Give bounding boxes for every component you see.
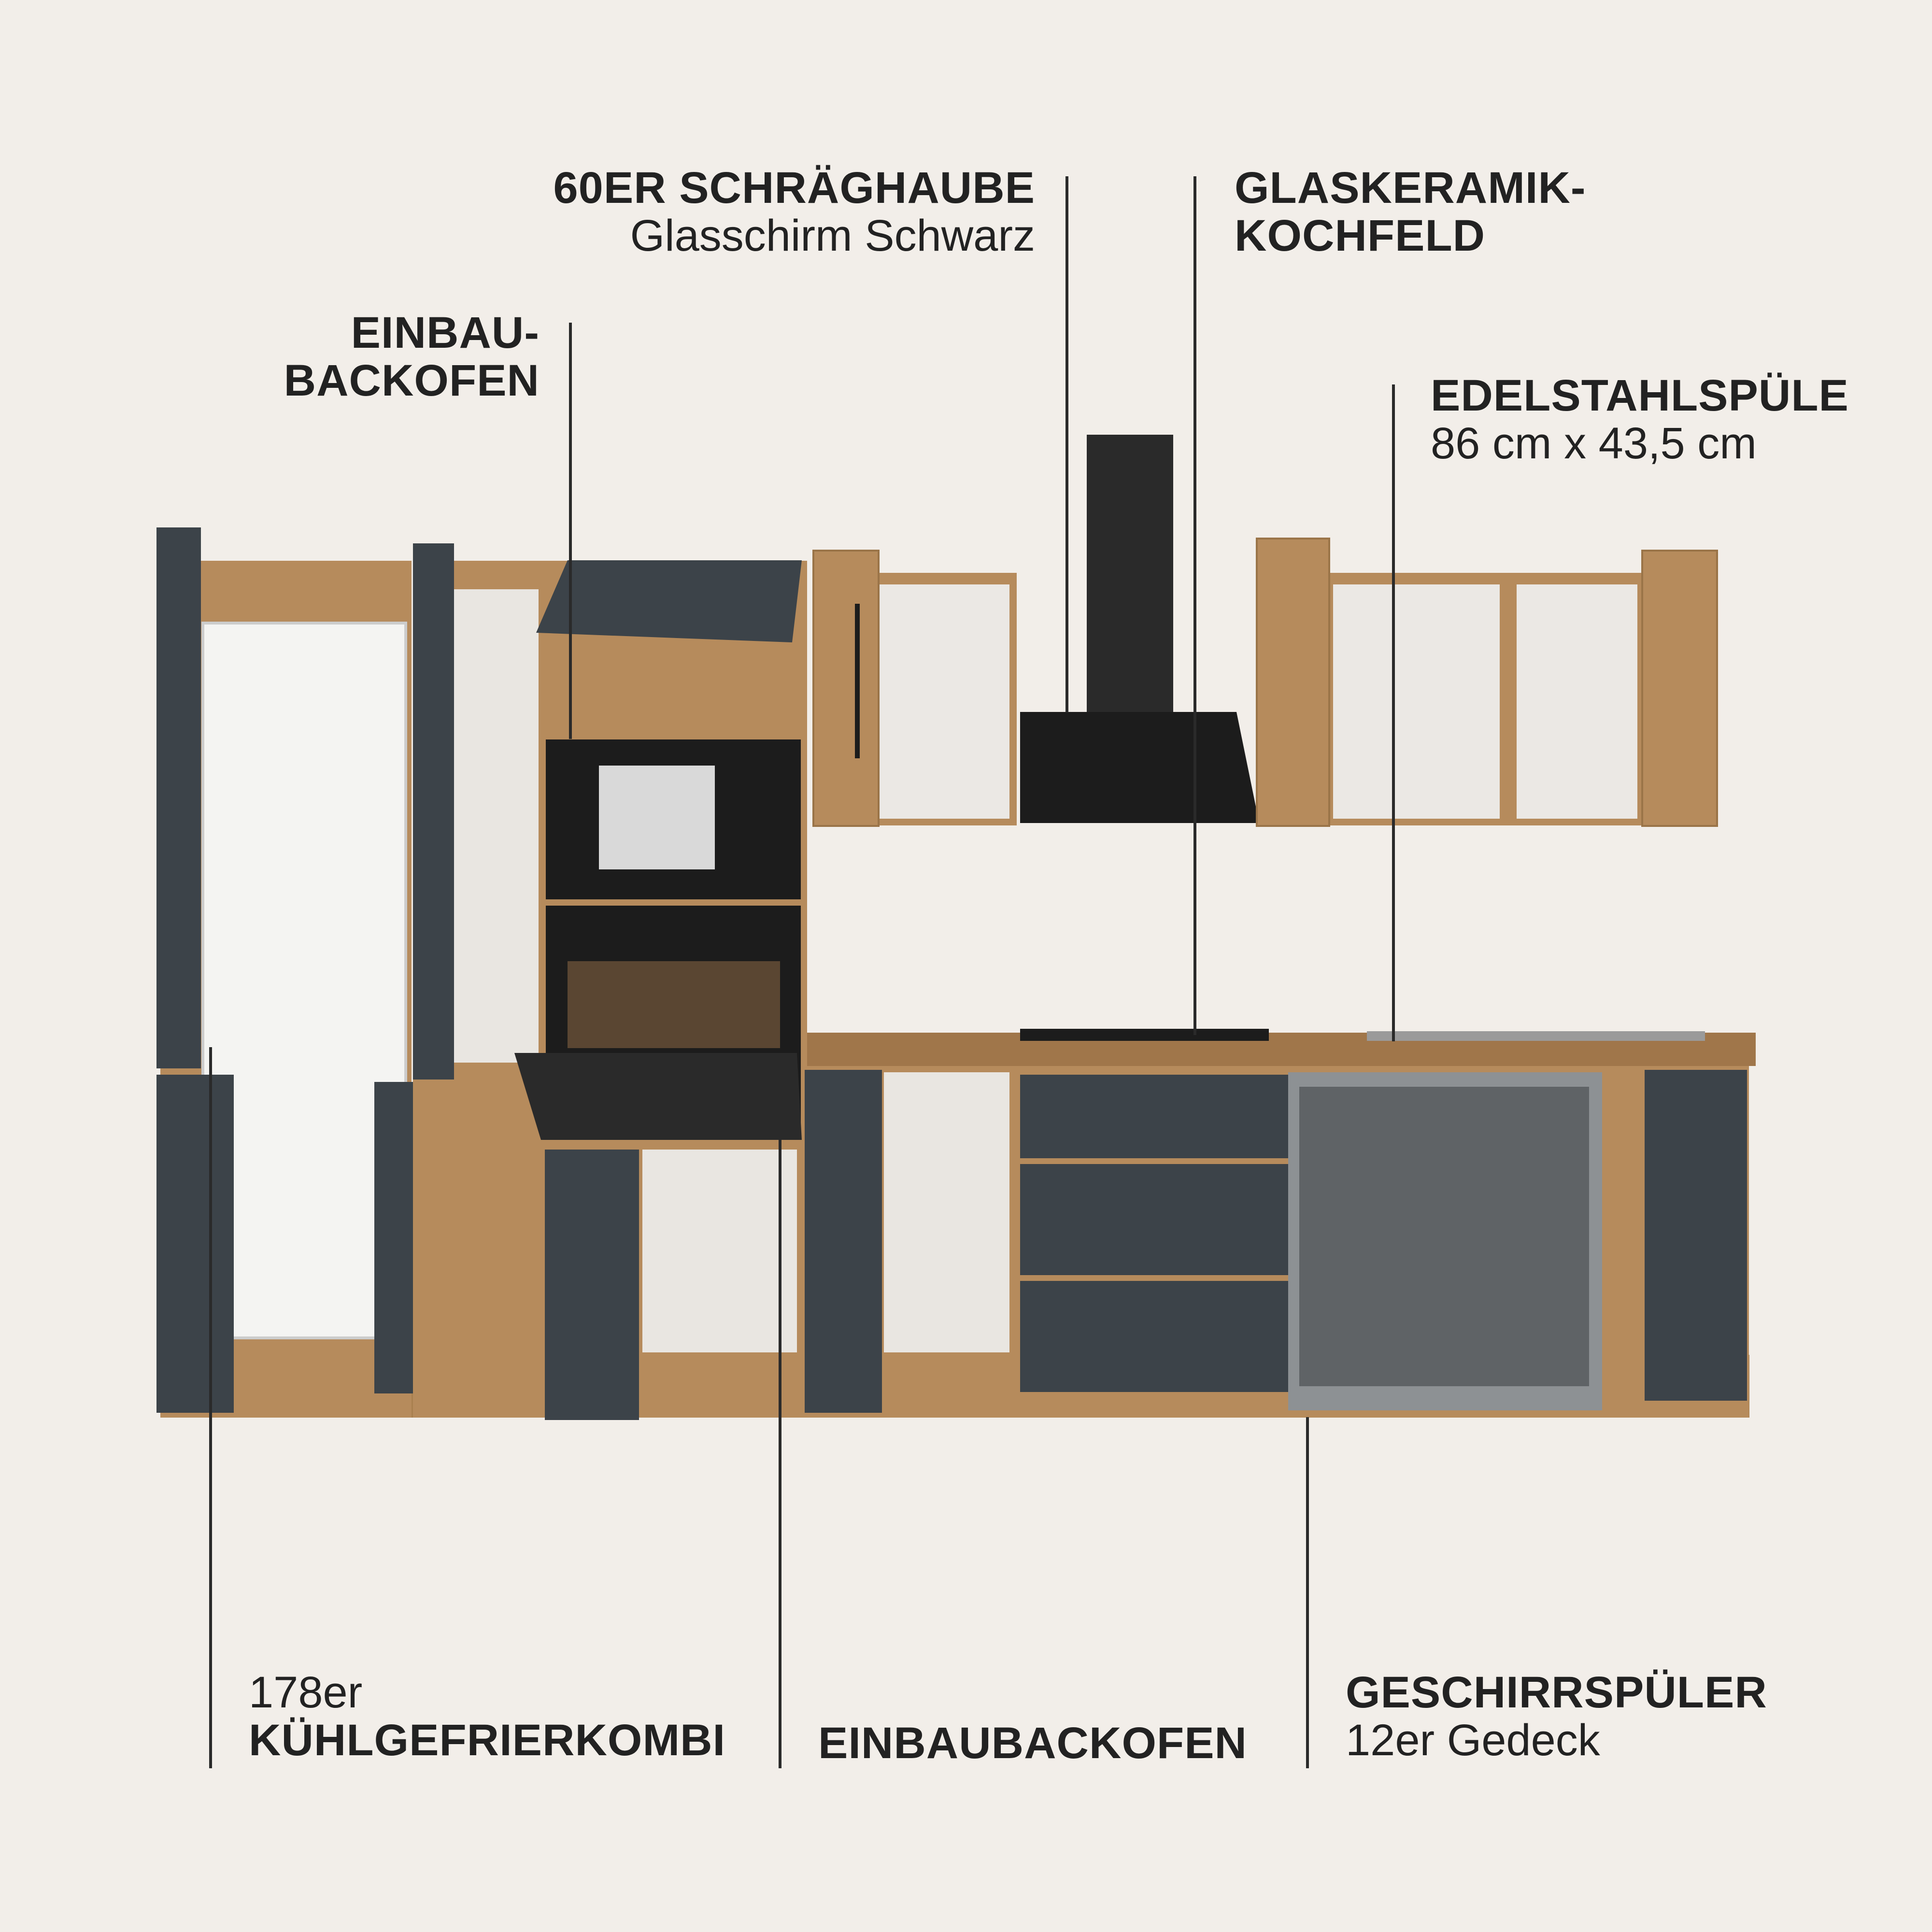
hood-glass <box>1020 712 1259 823</box>
microwave-window <box>599 766 715 869</box>
fridge-door-left-lower[interactable] <box>156 1075 234 1413</box>
hood-callout-line <box>1065 176 1068 712</box>
dishwasher-title: GESCHIRRSPÜLER <box>1346 1668 1767 1717</box>
base-door-right[interactable] <box>1645 1070 1747 1401</box>
drawer-1[interactable] <box>1020 1075 1288 1158</box>
hood-title: 60ER SCHRÄGHAUBE <box>553 163 1035 213</box>
fridge-callout: 178er KÜHLGEFRIERKOMBI <box>249 1668 726 1765</box>
fridge-title: KÜHLGEFRIERKOMBI <box>249 1716 726 1765</box>
hood-subtitle: Glasschirm Schwarz <box>630 211 1035 261</box>
hood-callout: 60ER SCHRÄGHAUBE Glasschirm Schwarz <box>554 164 1036 260</box>
oven-column-flap[interactable] <box>536 560 802 642</box>
base-open-shelf <box>884 1072 1009 1352</box>
sink-callout-line <box>1392 384 1395 1041</box>
oven-bottom-title: EINBAUBACKOFEN <box>818 1719 1247 1768</box>
hob <box>1020 1029 1269 1041</box>
dishwasher-callout: GESCHIRRSPÜLER 12er Gedeck <box>1346 1668 1767 1765</box>
hob-title-line1: GLASKERAMIK- <box>1235 163 1586 213</box>
sink-subtitle: 86 cm x 43,5 cm <box>1431 419 1757 469</box>
base-door-left[interactable] <box>805 1070 882 1413</box>
hob-callout-line <box>1193 176 1196 1035</box>
oven-door-open[interactable] <box>514 1053 802 1140</box>
door-handle <box>855 604 860 758</box>
fridge-subtitle: 178er <box>249 1668 363 1717</box>
wall-cabinet-left-interior <box>879 584 1009 819</box>
oven-column-shelf <box>642 1150 797 1352</box>
wall-cabinet-right-door-left[interactable] <box>1256 538 1330 827</box>
fridge-door-left-upper[interactable] <box>156 527 201 1068</box>
oven-bottom-callout: EINBAUBACKOFEN <box>818 1719 1247 1767</box>
dishwasher-subtitle: 12er Gedeck <box>1346 1716 1600 1765</box>
pantry-door[interactable] <box>413 543 454 1080</box>
dishwasher-callout-line <box>1306 1417 1309 1768</box>
drawer-2[interactable] <box>1020 1164 1288 1275</box>
hob-callout: GLASKERAMIK- KOCHFELD <box>1235 164 1586 260</box>
hob-title-line2: KOCHFELD <box>1235 211 1486 261</box>
oven-bottom-callout-line <box>779 1072 781 1768</box>
sink-basin <box>1367 1031 1705 1041</box>
wall-cabinet-right-interior-2 <box>1517 584 1637 819</box>
dishwasher-interior <box>1299 1087 1589 1386</box>
drawer-3[interactable] <box>1020 1281 1288 1392</box>
oven-top-title-line2: BACKOFEN <box>284 356 540 406</box>
oven-column-lower-door[interactable] <box>545 1150 639 1420</box>
wall-cabinet-right-door-right[interactable] <box>1641 550 1718 827</box>
pantry-interior <box>454 589 539 1063</box>
wall-cabinet-right-interior-1 <box>1333 584 1500 819</box>
fridge-callout-line <box>209 1047 212 1768</box>
oven-top-title-line1: EINBAU- <box>351 308 540 357</box>
wall-cabinet-left-door[interactable] <box>812 550 880 827</box>
oven-top-callout: EINBAU- BACKOFEN <box>284 309 540 405</box>
sink-title: EDELSTAHLSPÜLE <box>1431 371 1849 420</box>
sink-callout: EDELSTAHLSPÜLE 86 cm x 43,5 cm <box>1431 371 1849 469</box>
oven-top-callout-line <box>569 323 572 739</box>
fridge-interior <box>201 622 407 1339</box>
oven-interior <box>568 961 780 1048</box>
hood-chimney <box>1087 435 1173 715</box>
